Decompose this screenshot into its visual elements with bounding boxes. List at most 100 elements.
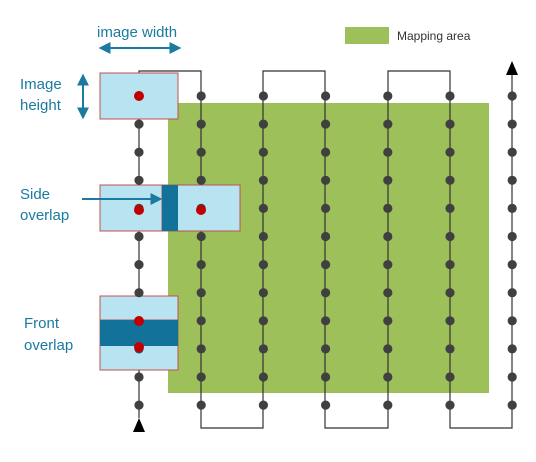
waypoint — [507, 91, 517, 101]
waypoint — [445, 260, 455, 270]
flight-end-arrow — [506, 61, 518, 75]
waypoint — [196, 288, 206, 298]
waypoint — [321, 344, 331, 354]
waypoint — [196, 344, 206, 354]
photo-point — [134, 342, 144, 352]
waypoint — [383, 316, 393, 326]
waypoint — [383, 175, 393, 185]
waypoint — [383, 91, 393, 101]
photo-point — [134, 316, 144, 326]
waypoint — [258, 260, 268, 270]
side-overlap-label-line1: Side — [20, 186, 50, 203]
waypoint — [258, 372, 268, 382]
waypoint — [507, 119, 517, 129]
photo-point — [134, 205, 144, 215]
waypoint — [321, 147, 331, 157]
waypoint — [445, 288, 455, 298]
waypoint — [196, 372, 206, 382]
side-overlap-label-line2: overlap — [20, 207, 69, 224]
waypoint — [445, 231, 455, 242]
waypoint — [383, 344, 393, 354]
waypoint — [134, 119, 144, 129]
image-height-label-line1: Image — [20, 76, 62, 93]
waypoint — [507, 372, 517, 382]
waypoint — [196, 119, 206, 129]
waypoint — [258, 203, 268, 213]
waypoint — [258, 400, 268, 410]
waypoint — [507, 147, 517, 157]
waypoint — [321, 175, 331, 185]
waypoint — [445, 91, 455, 101]
waypoint — [445, 372, 455, 382]
legend-label-mapping-area: Mapping area — [397, 29, 471, 43]
waypoint — [383, 288, 393, 298]
waypoint — [383, 203, 393, 213]
waypoint — [507, 260, 517, 270]
waypoint — [445, 400, 455, 410]
waypoint — [258, 316, 268, 326]
waypoint — [196, 400, 206, 410]
waypoint — [445, 147, 455, 157]
waypoint — [196, 316, 206, 326]
waypoint — [258, 91, 268, 101]
waypoint — [383, 119, 393, 129]
front-overlap-label-line1: Front — [24, 315, 60, 332]
waypoint — [196, 175, 206, 185]
waypoint — [258, 231, 268, 242]
waypoint — [507, 344, 517, 354]
image-width-label: image width — [97, 24, 177, 41]
waypoint — [445, 175, 455, 185]
flight-path — [138, 70, 513, 429]
legend: Mapping area — [345, 27, 471, 44]
waypoint — [134, 288, 144, 298]
waypoint — [196, 91, 206, 101]
waypoint — [507, 400, 517, 410]
image-height-label-line2: height — [20, 97, 62, 114]
waypoint — [321, 260, 331, 270]
waypoint — [445, 119, 455, 129]
waypoint — [321, 288, 331, 298]
flight-start-arrow — [133, 418, 145, 432]
waypoint — [383, 147, 393, 157]
waypoint — [445, 316, 455, 326]
waypoint — [258, 119, 268, 129]
waypoint — [383, 372, 393, 382]
waypoint — [258, 344, 268, 354]
waypoint — [196, 231, 206, 242]
waypoint — [321, 231, 331, 242]
waypoint — [507, 231, 517, 242]
waypoint — [196, 260, 206, 270]
waypoint — [134, 400, 144, 410]
waypoint — [258, 288, 268, 298]
waypoint — [445, 203, 455, 213]
waypoint — [258, 175, 268, 185]
waypoint — [134, 372, 144, 382]
waypoint — [321, 91, 331, 101]
waypoint — [321, 203, 331, 213]
waypoint — [321, 400, 331, 410]
waypoint — [383, 400, 393, 410]
photo-point — [134, 91, 144, 101]
legend-swatch-mapping-area — [345, 27, 389, 44]
waypoint — [321, 372, 331, 382]
waypoint — [258, 147, 268, 157]
waypoint — [383, 231, 393, 242]
waypoint — [507, 288, 517, 298]
waypoint — [507, 203, 517, 213]
waypoint — [321, 119, 331, 129]
waypoint — [507, 175, 517, 185]
photo-point — [196, 205, 206, 215]
waypoint — [383, 260, 393, 270]
front-overlap-label-line2: overlap — [24, 337, 73, 354]
waypoint — [134, 175, 144, 185]
waypoints — [134, 91, 517, 410]
waypoint — [507, 316, 517, 326]
side-overlap-region — [162, 185, 178, 231]
waypoint — [445, 344, 455, 354]
waypoint — [134, 260, 144, 270]
waypoint — [196, 147, 206, 157]
waypoint — [134, 147, 144, 157]
waypoint — [134, 231, 144, 242]
waypoint — [321, 316, 331, 326]
